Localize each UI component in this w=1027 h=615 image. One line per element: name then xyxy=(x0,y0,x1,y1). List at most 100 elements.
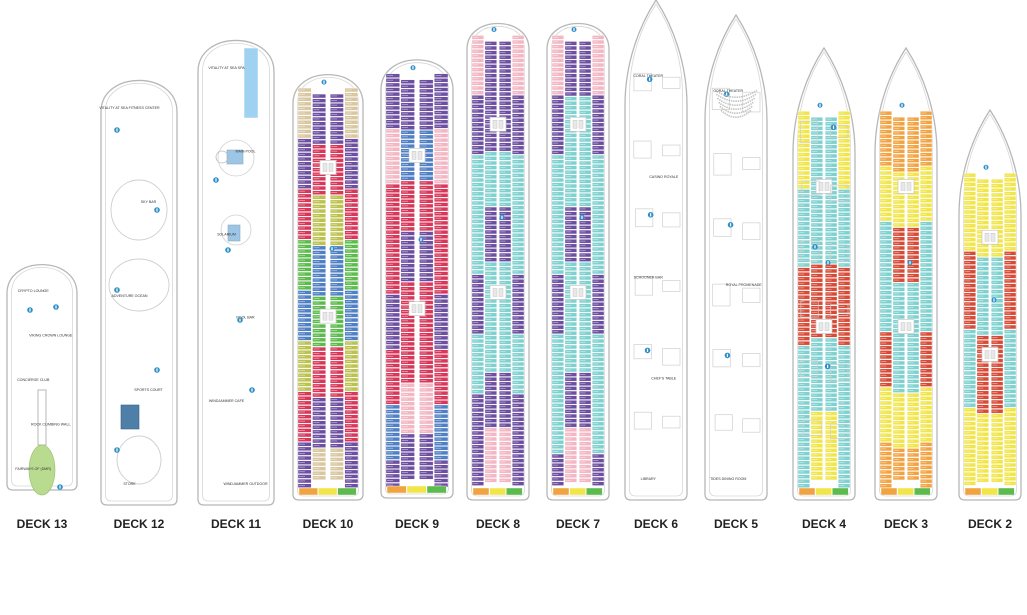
public-room xyxy=(801,240,820,261)
public-room xyxy=(742,222,761,240)
room-label: STORE xyxy=(123,482,136,486)
suite[interactable] xyxy=(964,487,982,496)
public-room xyxy=(830,124,849,138)
elevator-lobby xyxy=(408,147,426,163)
sports-court[interactable] xyxy=(120,404,140,430)
public-room xyxy=(800,300,819,318)
public-room xyxy=(799,120,819,143)
public-room xyxy=(633,72,652,92)
room-label: WINDJAMMER CAFE xyxy=(209,399,245,403)
suite[interactable] xyxy=(981,487,998,496)
suite[interactable] xyxy=(552,487,570,496)
elevator-lobby xyxy=(815,319,833,334)
suite[interactable] xyxy=(506,487,523,496)
deck-deck2[interactable] xyxy=(958,108,1022,501)
hull-outline xyxy=(624,0,688,501)
suite[interactable] xyxy=(318,487,338,496)
suite[interactable] xyxy=(798,487,816,496)
deck-deck13[interactable]: CRYPTO LOUNGE VIKING CROWN LOUNGE CONCIERG… xyxy=(6,264,78,496)
deck-label: DECK 6 xyxy=(634,517,678,531)
solarium-pool[interactable] xyxy=(227,224,241,242)
suite[interactable] xyxy=(406,485,427,494)
room-label: WINDJAMMER OUTDOOR xyxy=(223,482,268,486)
public-room xyxy=(830,304,849,316)
room-label: CORAL THEATER xyxy=(713,89,743,93)
deck-deck9[interactable] xyxy=(380,59,454,499)
public-room xyxy=(634,276,653,296)
deck-deck5[interactable]: CORAL THEATER ROYAL PROMENADE TIDES DINING… xyxy=(704,13,768,501)
room-label: POOL BAR xyxy=(236,316,255,320)
room-label: VITALITY AT SEA FITNESS CENTER xyxy=(99,106,160,110)
theater-seating xyxy=(715,93,757,103)
room-label: CONCIERGE CLUB xyxy=(17,378,50,382)
suite[interactable] xyxy=(298,487,318,496)
room-label: SOLARIUM xyxy=(217,232,236,236)
public-room xyxy=(633,344,652,360)
public-room xyxy=(635,208,654,228)
deck-deck3[interactable] xyxy=(874,46,938,501)
room-label: CORAL THEATER xyxy=(633,74,663,78)
suite[interactable] xyxy=(337,487,357,496)
public-room xyxy=(830,364,849,382)
hull-outline xyxy=(6,264,78,491)
public-room xyxy=(662,212,681,228)
room-label: VIKING CROWN LOUNGE xyxy=(29,334,73,338)
room-label: ROYAL PROMENADE xyxy=(726,283,763,287)
public-room xyxy=(830,184,849,202)
deck-label: DECK 3 xyxy=(884,517,928,531)
room-label: ADVENTURE OCEAN xyxy=(112,294,148,298)
suite[interactable] xyxy=(489,487,506,496)
deck-deck10[interactable] xyxy=(292,74,364,501)
deck-label: DECK 13 xyxy=(17,517,68,531)
suite[interactable] xyxy=(815,487,832,496)
theater-seating xyxy=(719,105,753,115)
elevator-lobby xyxy=(815,179,833,194)
putting-green[interactable] xyxy=(28,444,56,496)
deck-label: DECK 7 xyxy=(556,517,600,531)
room-label: SPORTS COURT xyxy=(134,388,163,392)
deck-deck8[interactable] xyxy=(466,22,530,501)
suite[interactable] xyxy=(472,487,490,496)
public-room xyxy=(830,244,849,262)
room-label: MAIN POOL xyxy=(236,149,256,153)
suite[interactable] xyxy=(914,487,931,496)
hull-outline xyxy=(704,13,768,501)
suite[interactable] xyxy=(832,487,849,496)
public-room xyxy=(799,360,818,377)
elevator-lobby xyxy=(981,229,999,245)
hull-outline xyxy=(100,79,178,506)
public-room xyxy=(633,140,652,159)
public-room xyxy=(714,414,733,431)
suite[interactable] xyxy=(998,487,1015,496)
public-room xyxy=(662,348,681,366)
suite[interactable] xyxy=(426,485,447,494)
deck-deck7[interactable] xyxy=(546,22,610,501)
suite[interactable] xyxy=(569,487,586,496)
hull-outline xyxy=(197,39,275,506)
elevator-lobby xyxy=(319,160,337,175)
suite[interactable] xyxy=(586,487,603,496)
room-label: TIDES DINING ROOM xyxy=(710,477,746,481)
public-room xyxy=(662,415,681,429)
public-room xyxy=(712,349,731,368)
suite[interactable] xyxy=(880,487,898,496)
main-pool[interactable] xyxy=(226,149,244,165)
spa-cabins[interactable] xyxy=(243,47,259,119)
room-label: SCHOONER BAR xyxy=(634,276,664,280)
suite[interactable] xyxy=(386,485,407,494)
elevator-lobby xyxy=(489,116,507,132)
elevator-lobby xyxy=(897,319,915,334)
hull-inner-outline xyxy=(11,266,73,487)
room-label: CRYPTO LOUNGE xyxy=(18,289,50,293)
public-room xyxy=(742,157,761,170)
suite[interactable] xyxy=(897,487,914,496)
elevator-lobby xyxy=(408,301,426,316)
room-label: FAIRWAYS OF (DMR) xyxy=(15,467,51,471)
hull-inner-outline xyxy=(202,42,270,502)
sky-bar-area xyxy=(110,179,168,241)
deck-deck4[interactable] xyxy=(792,46,856,501)
